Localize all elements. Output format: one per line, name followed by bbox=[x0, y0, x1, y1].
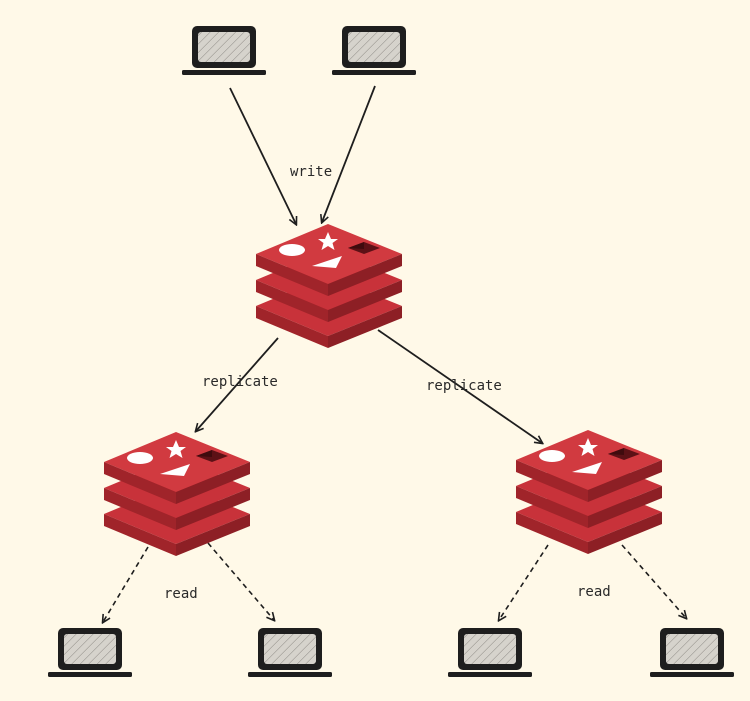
replicate-label-right: replicate bbox=[426, 378, 502, 394]
read-arrow-right-2 bbox=[621, 544, 686, 618]
read-label-right: read bbox=[577, 584, 611, 600]
laptop-icon bbox=[182, 26, 266, 75]
redis-server-icon bbox=[256, 224, 402, 348]
read-label-left: read bbox=[164, 586, 198, 602]
write-label: write bbox=[290, 164, 332, 180]
replicate-arrow-right bbox=[377, 329, 542, 443]
redis-server-icon bbox=[104, 432, 250, 556]
replicate-label-left: replicate bbox=[202, 374, 278, 390]
replicate-arrow-left bbox=[196, 337, 279, 431]
laptop-icon bbox=[650, 628, 734, 677]
read-arrow-left-1 bbox=[103, 546, 149, 622]
write-arrow-left bbox=[229, 87, 296, 224]
read-arrow-left-2 bbox=[207, 542, 274, 620]
redis-server-icon bbox=[516, 430, 662, 554]
read-arrow-right-1 bbox=[499, 544, 549, 620]
laptop-icon bbox=[48, 628, 132, 677]
write-arrow-right bbox=[322, 85, 376, 222]
laptop-icon bbox=[448, 628, 532, 677]
laptop-icon bbox=[332, 26, 416, 75]
laptop-icon bbox=[248, 628, 332, 677]
